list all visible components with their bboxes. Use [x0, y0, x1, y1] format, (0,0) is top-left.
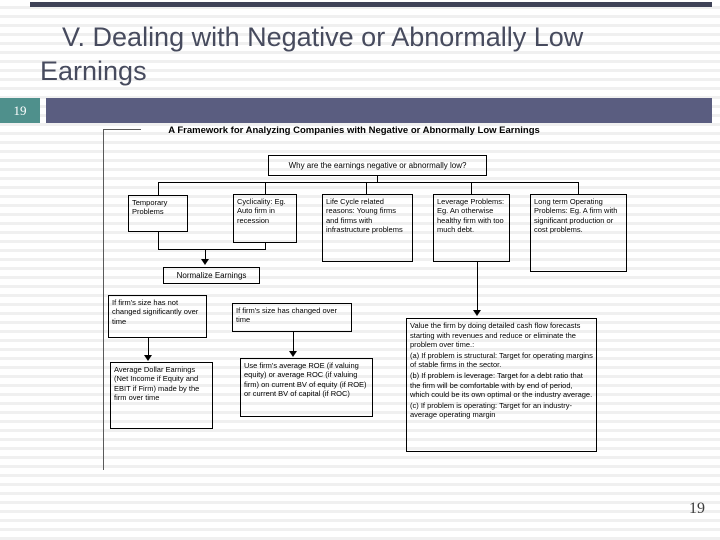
connector-line	[265, 243, 266, 250]
connector-line	[205, 249, 206, 260]
diagram-title: A Framework for Analyzing Companies with…	[168, 125, 540, 136]
connector-line	[158, 182, 579, 183]
value-firm-line: Value the firm by doing detailed cash fl…	[410, 321, 581, 350]
diagram-frame-left-border	[103, 129, 104, 470]
value-firm-forecast-box: Value the firm by doing detailed cash fl…	[406, 318, 597, 452]
cause-box-life-cycle: Life Cycle related reasons: Young firms …	[322, 194, 413, 262]
connector-line	[477, 262, 478, 310]
arrowhead-icon	[289, 351, 297, 357]
cause-box-leverage-problems: Leverage Problems: Eg. An otherwise heal…	[433, 194, 510, 262]
connector-line	[366, 182, 367, 194]
average-dollar-earnings-box: Average Dollar Earnings (Net Income if E…	[110, 362, 213, 429]
slide-number-badge: 19	[0, 98, 40, 123]
value-firm-line: (c) If problem is operating: Target for …	[410, 400, 573, 420]
diagram-frame-top-border	[103, 129, 141, 130]
size-not-changed-box: If firm's size has not changed significa…	[108, 295, 207, 338]
connector-line	[471, 182, 472, 194]
connector-line	[148, 338, 149, 355]
cause-box-cyclicality: Cyclicality: Eg. Auto firm in recession	[233, 194, 297, 243]
connector-line	[377, 176, 378, 183]
cause-box-temporary-problems: Temporary Problems	[128, 195, 188, 232]
cause-box-long-term-operating: Long term Operating Problems: Eg. A firm…	[530, 194, 627, 272]
size-changed-box: If firm's size has changed over time	[232, 303, 352, 332]
connector-line	[293, 332, 294, 351]
page-number: 19	[689, 500, 705, 517]
average-roe-roc-box: Use firm's average ROE (if valuing equit…	[240, 358, 373, 417]
connector-line	[578, 182, 579, 194]
arrowhead-icon	[473, 310, 481, 316]
connector-line	[158, 182, 159, 195]
value-firm-line: (a) If problem is structural: Target for…	[410, 350, 593, 370]
header-accent-bar	[46, 98, 712, 123]
connector-line	[158, 249, 266, 250]
normalize-earnings-box: Normalize Earnings	[163, 267, 260, 284]
value-firm-line: (b) If problem is leverage: Target for a…	[410, 370, 593, 400]
slide-title: V. Dealing with Negative or Abnormally L…	[40, 22, 584, 86]
connector-line	[265, 182, 266, 194]
slide-top-accent-bar	[30, 2, 712, 7]
question-box: Why are the earnings negative or abnorma…	[268, 155, 487, 176]
connector-line	[158, 232, 159, 250]
arrowhead-icon	[144, 355, 152, 361]
arrowhead-icon	[201, 259, 209, 265]
